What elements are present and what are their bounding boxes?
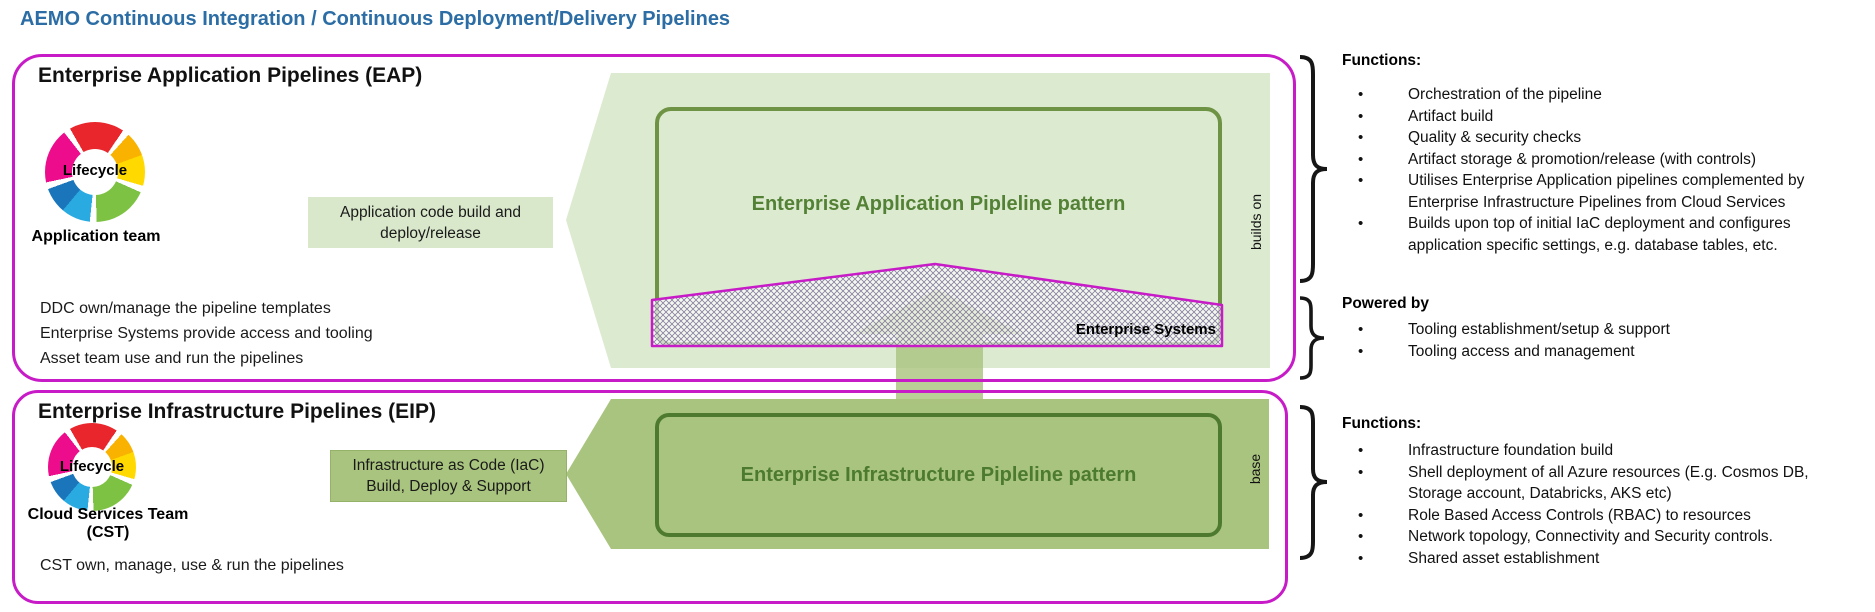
bullet-icon: •: [1358, 321, 1364, 338]
eap-functions-list: • Orchestration of the pipeline • Artifact …: [1342, 84, 1862, 256]
eap-lifecycle-label: Lifecycle: [62, 162, 128, 179]
note-line: CST own, manage, use & run the pipelines: [40, 553, 344, 578]
eap-code-callout: Application code build and deploy/releas…: [308, 197, 553, 248]
bullet-icon: •: [1358, 129, 1364, 146]
bullet-icon: •: [1358, 506, 1364, 524]
base-label: base: [1247, 453, 1263, 485]
bullet-text: Shell deployment of all Azure resources …: [1408, 463, 1809, 503]
bullet-item: • Infrastructure foundation build: [1342, 440, 1862, 462]
bullet-item: • Shared asset establishment: [1342, 548, 1862, 570]
bullet-item: • Artifact storage & promotion/release (w…: [1342, 149, 1862, 171]
bullet-icon: •: [1358, 215, 1364, 232]
eip-pattern-label: Enterprise Infrastructure Pipleline patt…: [740, 463, 1137, 486]
note-text: DDC own/manage the pipeline templates: [40, 300, 331, 317]
eip-lifecycle-label: Lifecycle: [59, 458, 125, 476]
note-line: Enterprise Systems provide access and to…: [40, 321, 373, 346]
bullet-item: • Orchestration of the pipeline: [1342, 84, 1862, 106]
bullet-text: Infrastructure foundation build: [1408, 442, 1614, 459]
bullet-item: • Builds upon top of initial IaC deployme…: [1342, 213, 1862, 256]
page-title: AEMO Continuous Integration / Continuous…: [20, 8, 731, 30]
bullet-text: Builds upon top of initial IaC deploymen…: [1408, 215, 1791, 254]
eip-notes: CST own, manage, use & run the pipelines: [40, 553, 344, 578]
bullet-text: Network topology, Connectivity and Secur…: [1408, 528, 1773, 545]
bullet-icon: •: [1358, 172, 1364, 189]
bullet-text: Orchestration of the pipeline: [1408, 86, 1602, 103]
eap-box-outline: [12, 54, 1296, 382]
eip-functions-heading: Functions:: [1342, 415, 1422, 432]
eip-code-callout: Infrastructure as Code (IaC) Build, Depl…: [330, 450, 567, 502]
builds-on-label: builds on: [1248, 193, 1264, 251]
eip-pattern-box: Enterprise Infrastructure Pipleline patt…: [655, 413, 1222, 537]
bullet-text: Tooling establishment/setup & support: [1408, 321, 1670, 338]
bullet-text: Utilises Enterprise Application pipeline…: [1408, 172, 1805, 211]
eip-code-callout-text: Infrastructure as Code (IaC) Build, Depl…: [352, 457, 545, 495]
eap-code-callout-text: Application code build and deploy/releas…: [340, 203, 521, 242]
bullet-icon: •: [1358, 463, 1364, 481]
bullet-icon: •: [1358, 442, 1364, 459]
powered-by-heading: Powered by: [1342, 295, 1429, 312]
eap-heading: Enterprise Application Pipelines (EAP): [38, 64, 423, 87]
note-text: Asset team use and run the pipelines: [40, 350, 304, 367]
eip-pentagon-shape: [566, 399, 1269, 549]
eap-pattern-label: Enterprise Application Pipleline pattern: [751, 192, 1126, 215]
powered-by-brace: [1299, 296, 1325, 380]
eap-lifecycle-icon: Lifecycle: [45, 122, 145, 222]
bullet-text: Quality & security checks: [1408, 129, 1582, 146]
eip-heading: Enterprise Infrastructure Pipelines (EIP…: [38, 400, 436, 423]
bullet-icon: •: [1358, 150, 1364, 168]
bullet-item: • Tooling establishment/setup & support: [1342, 319, 1862, 341]
bullet-icon: •: [1358, 549, 1364, 567]
bullet-item: • Role Based Access Controls (RBAC) to re…: [1342, 505, 1862, 527]
eip-team-label: Cloud Services Team (CST): [27, 506, 189, 541]
eip-functions-list: • Infrastructure foundation build • Shell d…: [1342, 440, 1862, 569]
eap-functions-heading: Functions:: [1342, 52, 1422, 69]
bullet-text: Artifact build: [1408, 107, 1494, 125]
bullet-text: Tooling access and management: [1408, 342, 1635, 360]
bullet-item: • Utilises Enterprise Application pipelin…: [1342, 170, 1862, 213]
note-line: DDC own/manage the pipeline templates: [40, 296, 373, 321]
bullet-item: • Tooling access and management: [1342, 341, 1862, 363]
bullet-item: • Quality & security checks: [1342, 127, 1862, 149]
bullet-icon: •: [1358, 342, 1364, 360]
enterprise-systems-label: Enterprise Systems: [1075, 321, 1216, 338]
bullet-text: Role Based Access Controls (RBAC) to res…: [1408, 506, 1751, 524]
functions-brace-eap: [1299, 55, 1328, 283]
bullet-item: • Artifact build: [1342, 106, 1862, 128]
eip-lifecycle-icon: Lifecycle: [48, 423, 136, 511]
note-text: CST own, manage, use & run the pipelines: [40, 557, 344, 574]
bullet-item: • Shell deployment of all Azure resources…: [1342, 462, 1862, 505]
bullet-icon: •: [1358, 528, 1364, 545]
bullet-icon: •: [1358, 107, 1364, 125]
note-text: Enterprise Systems provide access and to…: [40, 325, 373, 342]
bullet-text: Shared asset establishment: [1408, 549, 1600, 567]
note-line: Asset team use and run the pipelines: [40, 346, 373, 371]
bullet-item: • Network topology, Connectivity and Secu…: [1342, 526, 1862, 548]
eip-box-outline: [12, 390, 1288, 604]
powered-by-list: • Tooling establishment/setup & support • T…: [1342, 319, 1862, 362]
bullet-icon: •: [1358, 86, 1364, 103]
eap-team-label: Application team: [31, 228, 161, 245]
bullet-text: Artifact storage & promotion/release (wi…: [1408, 150, 1757, 168]
functions-brace-eip: [1299, 405, 1328, 560]
